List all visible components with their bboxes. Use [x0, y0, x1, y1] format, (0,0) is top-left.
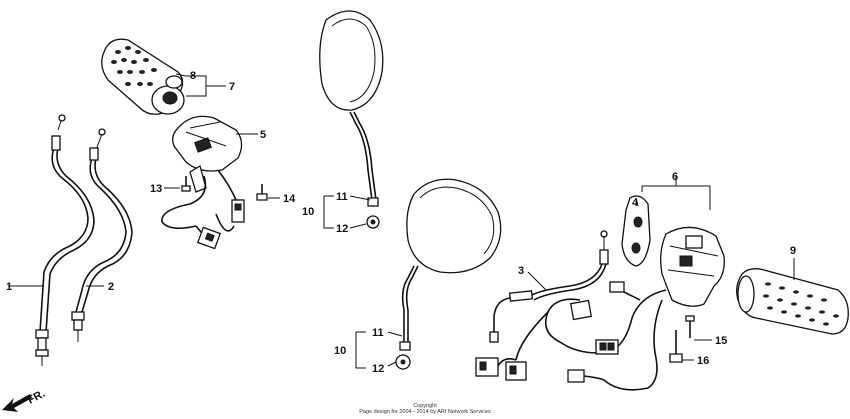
left-switch-wiring [161, 169, 245, 250]
callout-12-upper: 12 [336, 223, 348, 235]
switch-bracket-4 [621, 195, 651, 267]
leader-4 [635, 197, 639, 207]
mirror-lower [395, 178, 502, 370]
leader-8 [175, 73, 187, 77]
screw-15 [685, 315, 695, 338]
leader-11a [349, 195, 371, 201]
leader-10a-bracket [323, 196, 334, 229]
callout-1: 1 [6, 281, 12, 293]
callout-8: 8 [190, 70, 196, 82]
callout-13: 13 [150, 183, 162, 195]
footer-copyright: Copyright [413, 403, 437, 409]
leader-6-bracket [641, 185, 711, 210]
callout-9: 9 [790, 245, 796, 257]
callout-7: 7 [229, 81, 235, 93]
footer-design-credit: Page design for 2004 - 2014 by ARI Netwo… [359, 409, 491, 415]
left-switch-housing [172, 115, 243, 193]
callout-3: 3 [518, 265, 524, 277]
callout-10-lower: 10 [334, 345, 346, 357]
throttle-cable-2 [71, 128, 133, 342]
callout-11-lower: 11 [372, 327, 384, 339]
callout-14: 14 [283, 193, 296, 205]
right-switch-housing [660, 226, 725, 307]
leader-3 [527, 271, 547, 291]
screw-14 [256, 184, 268, 201]
leader-12b [387, 361, 397, 367]
callout-6: 6 [672, 171, 678, 183]
leader-10b-bracket [355, 332, 366, 369]
callout-2: 2 [108, 281, 114, 293]
throttle-cable-1 [35, 114, 95, 366]
mirror-upper [319, 10, 384, 229]
leader-11b [387, 331, 403, 337]
callout-16: 16 [697, 355, 709, 367]
callout-11-upper: 11 [336, 191, 348, 203]
leader-12a [349, 223, 367, 229]
left-grip [101, 38, 185, 115]
choke-cable-3 [489, 230, 609, 343]
right-switch-wiring [475, 281, 667, 391]
callout-10-upper: 10 [302, 206, 314, 218]
screw-16 [669, 330, 683, 363]
callout-15: 15 [715, 335, 727, 347]
callout-4: 4 [632, 197, 639, 209]
callout-12-lower: 12 [372, 363, 384, 375]
screw-13 [181, 176, 191, 192]
right-grip-9 [736, 268, 849, 335]
callout-5: 5 [260, 129, 266, 141]
front-arrow-icon [2, 394, 32, 412]
